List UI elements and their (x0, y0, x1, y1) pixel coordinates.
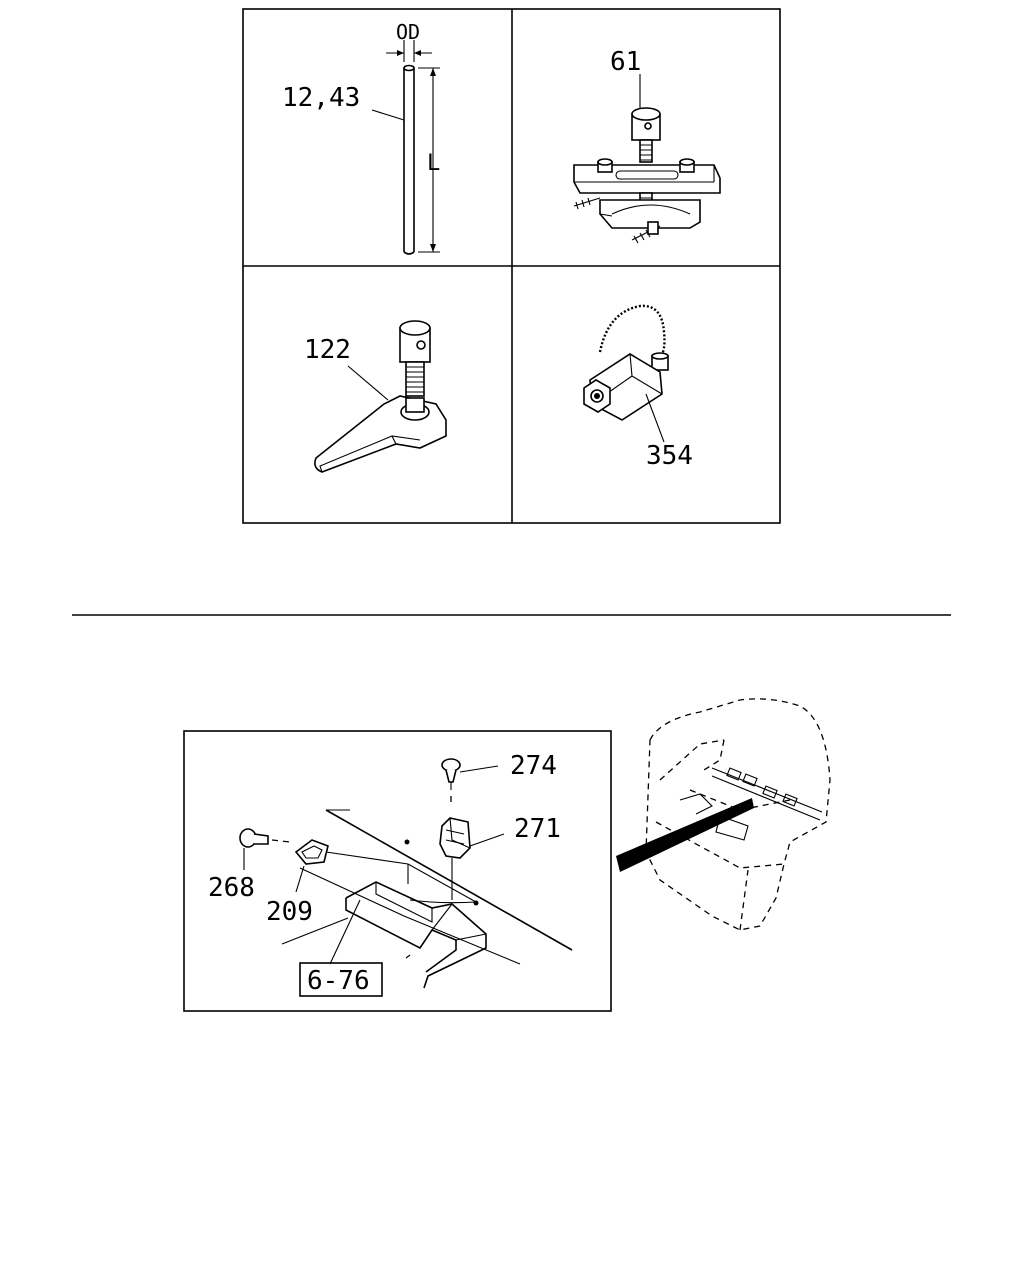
nut-label: 209 (266, 897, 313, 927)
wrench-part-label: 122 (304, 335, 351, 365)
clip-label: 271 (514, 814, 561, 844)
ref-box-frame (299, 962, 383, 997)
rod-length-label: L (427, 151, 440, 176)
adapter-part-label: 354 (646, 441, 693, 471)
rod-od-label: OD (396, 20, 420, 44)
screw-left-label: 268 (208, 873, 255, 903)
wrench-illustration (314, 320, 447, 473)
screw-top-label: 274 (510, 751, 557, 781)
tool-grid (242, 8, 781, 524)
puller-part-label: 61 (610, 47, 641, 77)
puller-illustration (573, 74, 721, 244)
ref-box-label: 6-76 (307, 966, 370, 996)
rod-illustration (371, 40, 440, 255)
rod-part-label: 12,43 (282, 83, 360, 113)
adapter-illustration (583, 304, 669, 443)
detail-frame (183, 730, 612, 1012)
cab-locator-illustration (616, 698, 831, 931)
detail-illustration (239, 758, 573, 989)
